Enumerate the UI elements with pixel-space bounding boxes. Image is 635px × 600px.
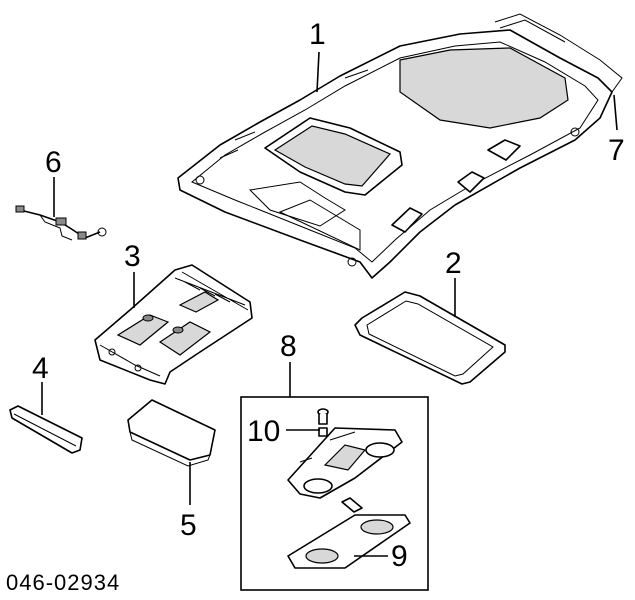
map-light-assembly-group-8 <box>240 396 429 591</box>
map-light-housing <box>287 427 403 499</box>
wiring-harness-part-6 <box>15 205 107 241</box>
bulb <box>341 497 363 513</box>
lens-part-9 <box>287 514 411 569</box>
callout-5: 5 <box>180 509 197 542</box>
callout-10: 10 <box>247 415 280 448</box>
trim-strip-part-4 <box>9 405 83 454</box>
callout-4: 4 <box>32 352 49 385</box>
console-housing-part-3 <box>94 264 253 385</box>
clip-part-10 <box>317 408 329 437</box>
headliner-part-1 <box>177 13 623 279</box>
callout-9: 9 <box>391 540 408 573</box>
callout-8: 8 <box>280 330 297 363</box>
callout-6: 6 <box>45 146 62 179</box>
document-number: 046-02934 <box>6 570 120 595</box>
callout-1: 1 <box>309 18 326 51</box>
callout-labels: 1 2 3 4 5 6 7 8 9 10 <box>32 18 625 573</box>
cover-part-5 <box>127 399 216 467</box>
sunroof-seal-part-2 <box>354 291 506 385</box>
callout-2: 2 <box>445 247 462 280</box>
callout-7: 7 <box>608 134 625 167</box>
callout-3: 3 <box>124 240 141 273</box>
leader-lines <box>41 51 618 557</box>
